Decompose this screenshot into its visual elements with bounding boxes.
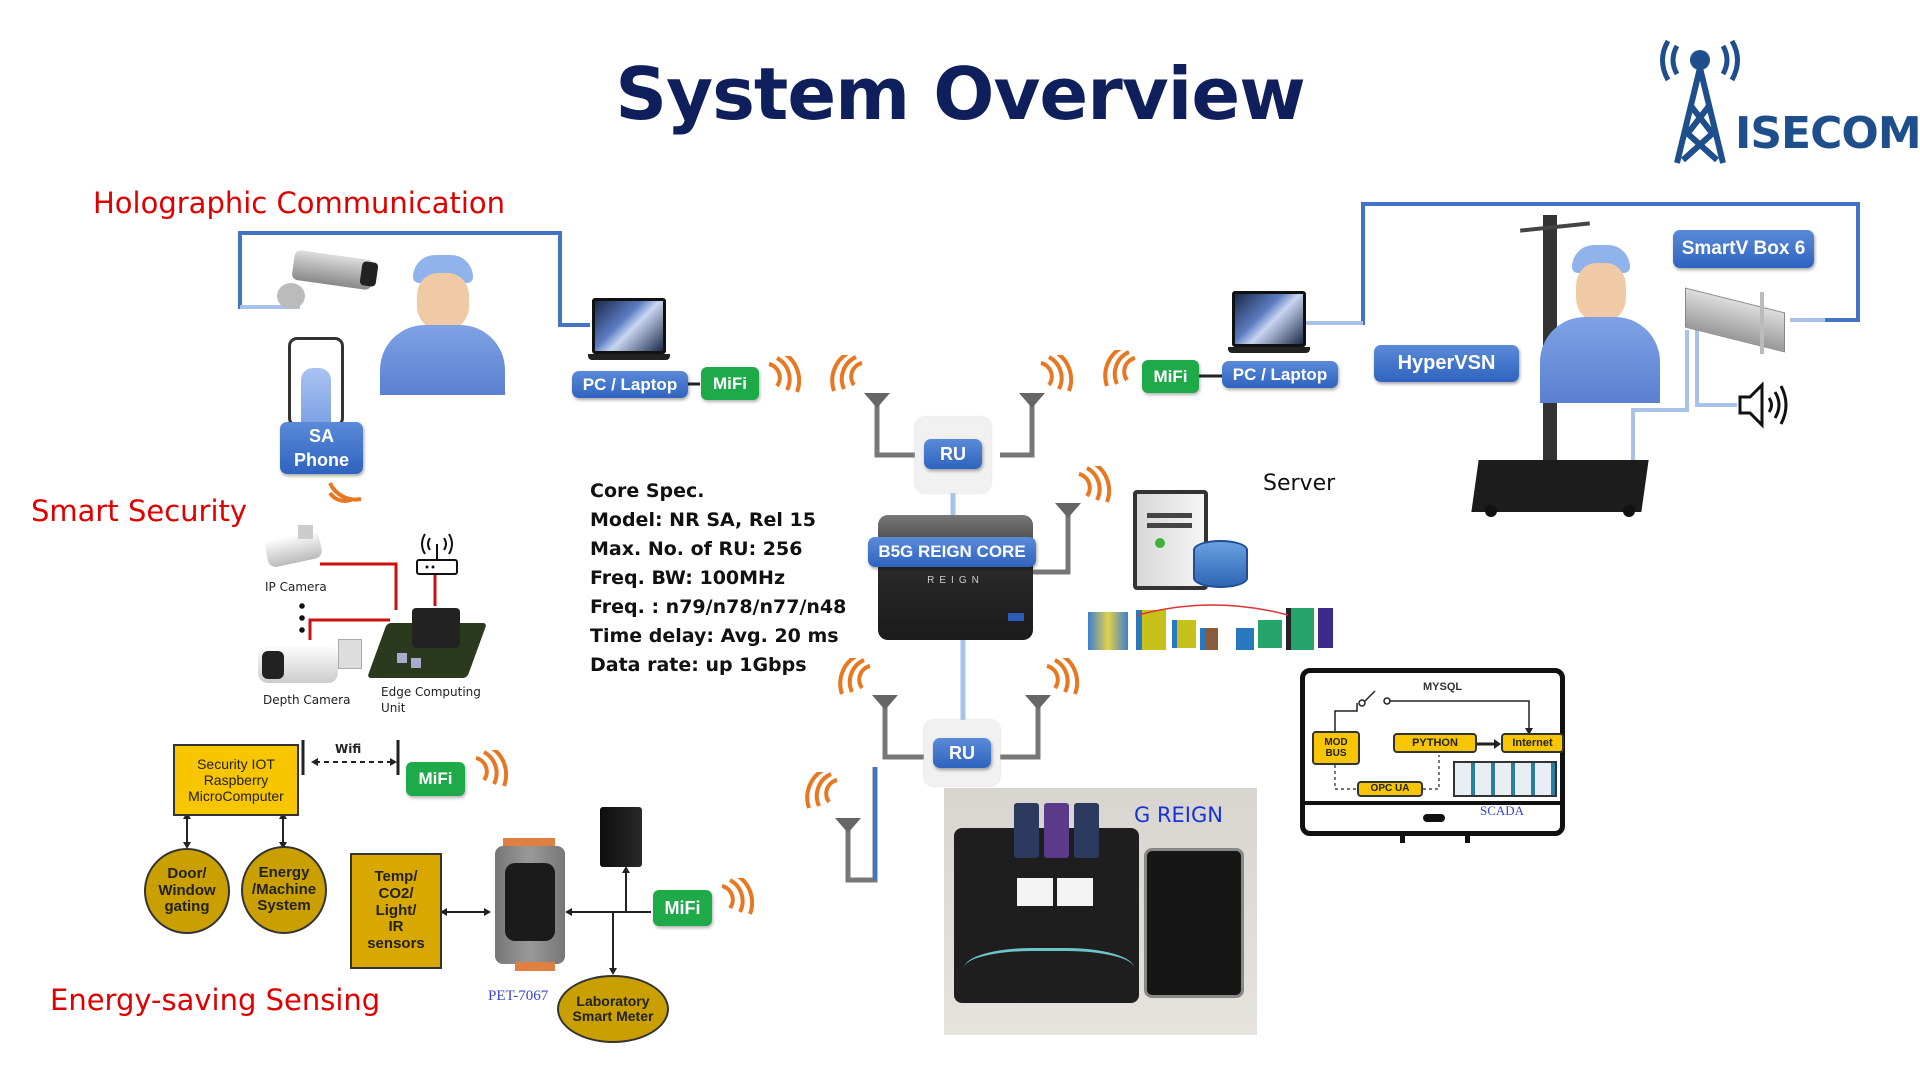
wifi-signal-icon xyxy=(472,746,509,795)
antenna-icon xyxy=(1025,695,1051,710)
sensors-box: Temp/ CO2/ Light/ IR sensors xyxy=(350,853,442,969)
antenna-icon xyxy=(872,695,898,710)
internet-box: Internet xyxy=(1501,733,1564,753)
core-label[interactable]: B5G REIGN CORE xyxy=(868,537,1036,567)
scada-mysql-label: MYSQL xyxy=(1423,681,1463,693)
smartv-box-image xyxy=(1685,287,1790,354)
edge-unit-label: Edge Computing Unit xyxy=(381,685,481,715)
g-reign-photo: G REIGN xyxy=(944,788,1257,1035)
doctor-image xyxy=(375,255,510,395)
core-spec-line: Model: NR SA, Rel 15 xyxy=(590,509,816,531)
hologram-doctor-image xyxy=(1540,245,1660,403)
wifi-signal-icon xyxy=(1043,654,1080,703)
server-label: Server xyxy=(1263,471,1336,496)
hypervsn-tag[interactable]: HyperVSN xyxy=(1374,345,1519,382)
scada-monitor: MYSQL MOD BUS PYTHON Internet OPC UA SCA… xyxy=(1300,668,1565,843)
ru-bottom-antenna-right-line xyxy=(1000,705,1041,760)
smartv-speaker-link xyxy=(1695,330,1737,407)
wifi-label: Wifi xyxy=(335,742,362,756)
ru-top-antenna-left-line xyxy=(874,402,920,458)
antenna-icon xyxy=(1019,393,1045,408)
mifi-tag-hologram-left[interactable]: MiFi xyxy=(701,367,759,400)
ru-bottom-label: RU xyxy=(933,738,991,768)
ru-bottom-antenna-left-line xyxy=(882,705,925,760)
wifi-signal-icon xyxy=(765,352,802,401)
wifi-signal-icon xyxy=(805,768,841,817)
wifi-signal-icon xyxy=(1103,346,1139,395)
core-spec: Core Spec. Model: NR SA, Rel 15 Max. No.… xyxy=(590,477,846,680)
mifi-tag-hologram-right[interactable]: MiFi xyxy=(1142,360,1199,393)
python-box: PYTHON xyxy=(1393,733,1477,753)
wifi-signal-icon xyxy=(1075,462,1112,511)
laptop-image-left xyxy=(588,298,670,364)
core-spec-line: Max. No. of RU: 256 xyxy=(590,538,803,560)
ru-bottom[interactable]: RU xyxy=(924,720,1000,786)
antenna-icon xyxy=(1055,503,1081,518)
modbus-box: MOD BUS xyxy=(1312,731,1360,765)
antenna-icon xyxy=(864,393,890,408)
server-icon xyxy=(1133,478,1248,593)
sa-phone-tag[interactable]: SA Phone xyxy=(280,422,363,474)
core-spec-line: Data rate: up 1Gbps xyxy=(590,654,807,676)
door-window-gating: Door/ Window gating xyxy=(144,848,230,934)
wifi-signal-icon xyxy=(838,654,874,703)
mifi-tag-security[interactable]: MiFi xyxy=(406,762,465,796)
ip-camera-image xyxy=(258,525,328,570)
wifi-signal-icon xyxy=(1037,351,1074,400)
opcua-box: OPC UA xyxy=(1357,781,1423,797)
core-spec-line: Freq. : n79/n78/n77/n48 xyxy=(590,596,847,618)
wifi-signal-icon xyxy=(718,874,755,923)
section-energy: Energy-saving Sensing xyxy=(50,983,381,1017)
core-spec-line: Time delay: Avg. 20 ms xyxy=(590,625,839,647)
neural-network-image xyxy=(1088,600,1333,660)
core-antenna-line xyxy=(1030,512,1071,575)
energy-machine-system: Energy /Machine System xyxy=(241,846,327,934)
ip-camera-wire xyxy=(320,562,398,610)
antenna-icon xyxy=(835,818,861,833)
laboratory-smart-meter: Laboratory Smart Meter xyxy=(557,975,669,1043)
security-camera-image xyxy=(275,249,379,310)
depth-camera-image xyxy=(258,637,366,687)
g-reign-label: G REIGN xyxy=(1134,803,1223,827)
page-title: System Overview xyxy=(615,52,1305,136)
edge-unit-image xyxy=(366,603,488,683)
logo-text: ISECOM xyxy=(1735,108,1920,159)
ru-top-antenna-right-line xyxy=(1000,402,1035,458)
wifi-signal-icon xyxy=(830,351,866,400)
smartv-stand-link xyxy=(1631,330,1689,500)
more-cameras-dots xyxy=(299,600,305,636)
logo: ISECOM xyxy=(1655,38,1920,168)
section-security: Smart Security xyxy=(31,494,248,528)
pet-7067-label: PET-7067 xyxy=(488,988,549,1004)
core-spec-line: Core Spec. xyxy=(590,480,705,502)
section-holographic: Holographic Communication xyxy=(93,186,506,220)
depth-camera-label: Depth Camera xyxy=(263,693,351,707)
scada-screen xyxy=(1453,761,1557,797)
pc-laptop-tag-right[interactable]: PC / Laptop xyxy=(1222,361,1338,388)
pc-laptop-tag-left[interactable]: PC / Laptop xyxy=(572,371,688,398)
ru-top-label: RU xyxy=(924,439,982,469)
security-iot-box: Security IOT Raspberry MicroComputer xyxy=(173,744,299,816)
access-point-image xyxy=(600,807,642,867)
ip-camera-label: IP Camera xyxy=(265,580,327,594)
core-device-image: REIGN xyxy=(878,515,1033,640)
radio-tower-icon xyxy=(1660,39,1740,164)
scada-label: SCADA xyxy=(1480,803,1525,818)
speaker-icon xyxy=(1737,380,1792,430)
mifi-tag-energy[interactable]: MiFi xyxy=(653,890,712,926)
core-device-brand: REIGN xyxy=(927,575,984,586)
router-icon xyxy=(410,530,465,580)
smartv-box-tag[interactable]: SmartV Box 6 xyxy=(1673,230,1814,268)
depth-camera-wire xyxy=(308,618,390,640)
wifi-signal-icon xyxy=(325,463,365,508)
phone-image xyxy=(288,337,344,427)
laptop-image-right xyxy=(1228,291,1310,357)
pet-7067-image xyxy=(495,838,570,973)
core-spec-line: Freq. BW: 100MHz xyxy=(590,567,786,589)
ru-top[interactable]: RU xyxy=(915,417,991,493)
